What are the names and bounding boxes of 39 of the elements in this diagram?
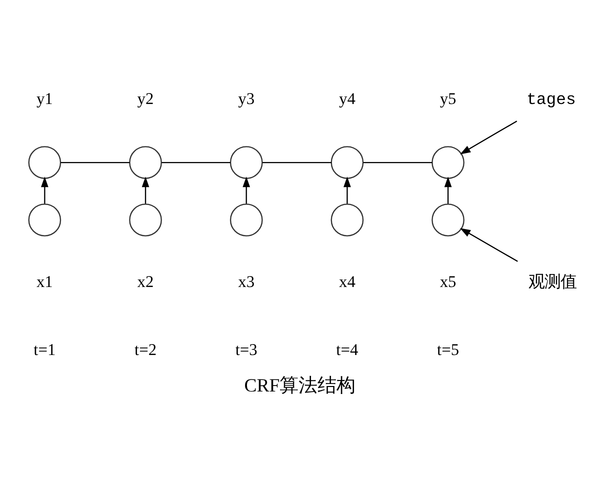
node-label: y3 <box>238 88 255 108</box>
node-label: x2 <box>137 272 154 291</box>
label: t=5 <box>437 340 460 359</box>
label: t=3 <box>235 340 258 359</box>
node-circle <box>330 146 364 178</box>
node-circle <box>129 146 162 178</box>
label: t=4 <box>336 340 358 359</box>
arrow <box>142 176 150 204</box>
node-circle <box>330 203 364 236</box>
node-label: x4 <box>338 272 356 291</box>
arrow <box>460 120 518 154</box>
connector <box>262 161 332 163</box>
node-label: x3 <box>238 272 255 291</box>
node-label: x5 <box>440 272 456 291</box>
node-text: tages <box>526 90 576 109</box>
node-circle <box>432 203 464 236</box>
node-text: 观测值 <box>528 272 576 291</box>
node-label: y1 <box>36 88 53 108</box>
caption: CRF算法结构 <box>244 375 356 396</box>
connector <box>162 161 230 163</box>
node-label: x1 <box>36 272 53 291</box>
arrow <box>242 176 250 204</box>
node-circle <box>129 203 162 236</box>
node-circle <box>432 146 464 178</box>
label: t=1 <box>34 340 56 359</box>
node-label: y5 <box>440 88 456 108</box>
node-circle <box>230 203 263 236</box>
arrow <box>444 176 452 204</box>
node-circle <box>28 146 62 178</box>
node-label: y4 <box>338 88 356 108</box>
label: t=2 <box>134 340 157 359</box>
node-circle <box>230 146 263 178</box>
arrow <box>40 176 48 204</box>
connector <box>60 161 130 163</box>
arrow <box>344 176 351 204</box>
node-label: y2 <box>137 88 154 108</box>
node-circle <box>28 203 62 236</box>
arrow <box>460 228 518 262</box>
connector <box>363 161 432 163</box>
